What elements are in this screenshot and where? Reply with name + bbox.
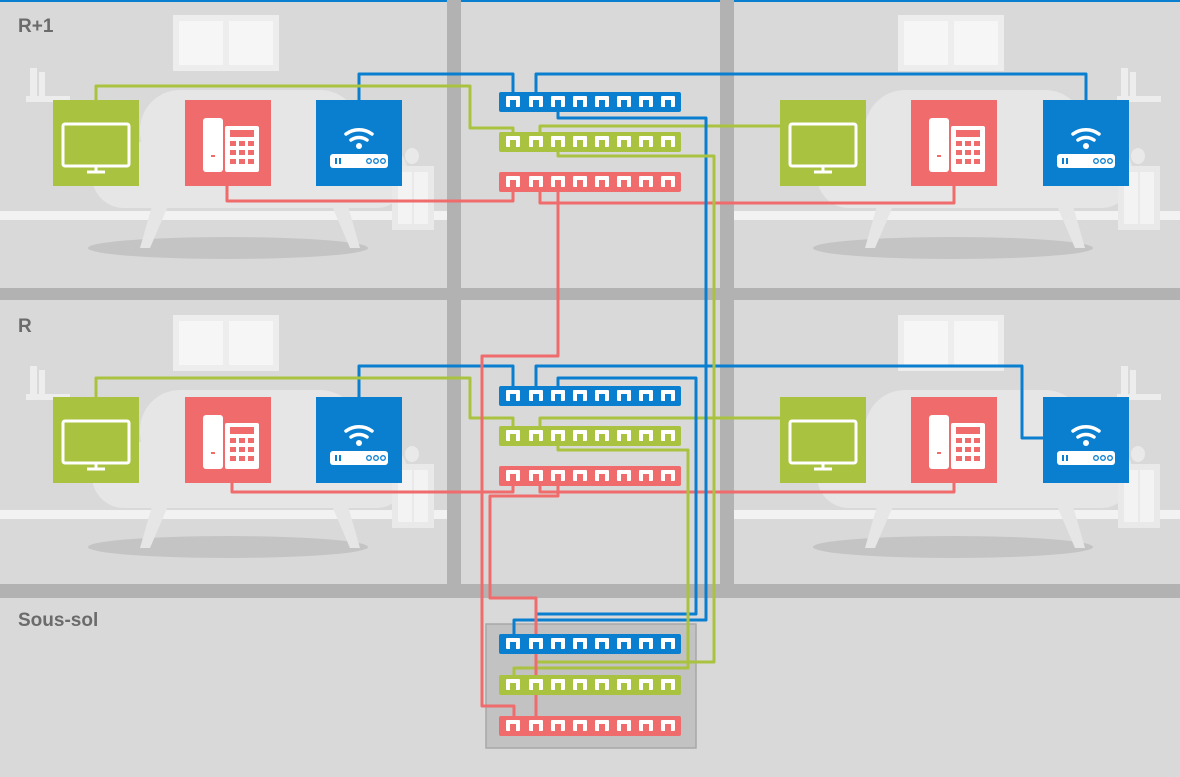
cable-tv-r1-left <box>94 84 515 144</box>
switch-data-basement <box>499 634 681 654</box>
switch-phone-basement <box>499 716 681 736</box>
phone-icon <box>911 397 997 483</box>
tv-icon <box>780 397 866 483</box>
phone-icon <box>185 397 271 483</box>
trunk-phone-from-r <box>488 478 560 728</box>
switch-phone-r1 <box>499 172 681 192</box>
cable-data-r-left <box>357 364 515 398</box>
tv-icon <box>53 100 139 186</box>
switch-tv-basement <box>499 675 681 695</box>
cable-phone-r1-right <box>538 184 956 205</box>
wall-left <box>447 0 461 598</box>
floor-label-basement: Sous-sol <box>18 610 98 631</box>
switch-tv-r1 <box>499 132 681 152</box>
wall-right <box>720 0 734 598</box>
phone-icon <box>185 100 271 186</box>
wifi-router-icon <box>316 397 402 483</box>
switch-data-r1 <box>499 92 681 112</box>
phone-icon <box>911 100 997 186</box>
wifi-router-icon <box>1043 397 1129 483</box>
floor-slab-lower <box>0 584 1180 598</box>
floor-slab-upper <box>0 288 1180 300</box>
trunk-data-from-r1 <box>512 104 708 645</box>
switch-phone-r <box>499 466 681 486</box>
cable-phone-r1-left <box>225 184 515 203</box>
switch-data-r <box>499 386 681 406</box>
trunk-tv-from-r <box>512 438 690 686</box>
switch-tv-r <box>499 426 681 446</box>
trunk-phone-from-r1 <box>480 184 560 728</box>
wifi-router-icon <box>1043 100 1129 186</box>
cable-tv-r-left <box>94 376 515 438</box>
tv-icon <box>780 100 866 186</box>
tv-icon <box>53 397 139 483</box>
floor-label-upper: R+1 <box>18 16 54 37</box>
wifi-router-icon <box>316 100 402 186</box>
floor-label-ground: R <box>18 316 32 337</box>
cable-data-r-right <box>534 364 1043 440</box>
cable-data-r1-right <box>534 72 1088 104</box>
